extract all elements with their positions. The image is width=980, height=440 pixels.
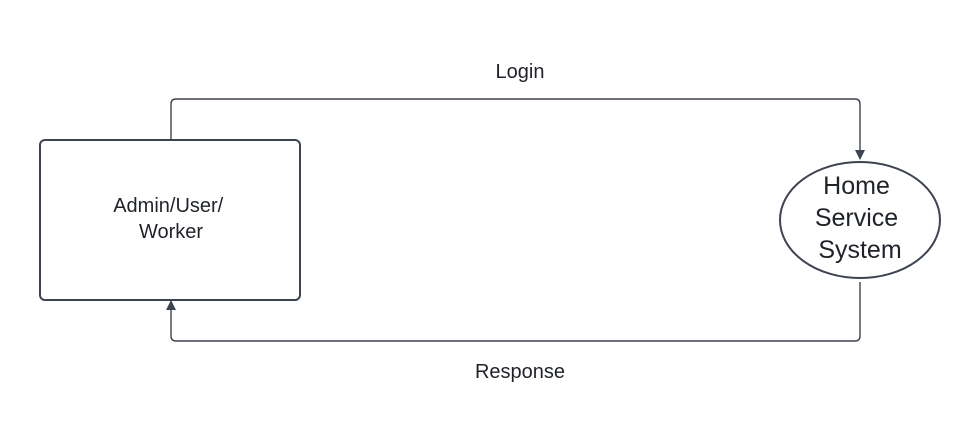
actor-node	[39, 139, 301, 301]
system-label-line-1: Home	[823, 172, 890, 200]
actor-label-line-1: Admin/User/	[113, 195, 223, 217]
login-arrow	[170, 98, 865, 160]
response-arrow	[166, 282, 861, 342]
system-label: Home Service System	[815, 172, 905, 264]
actor-label: Admin/User/ Worker	[113, 195, 229, 243]
system-label-line-2: Service	[815, 204, 898, 232]
login-label: Login	[496, 61, 545, 83]
system-node	[779, 161, 941, 279]
actor-label-line-2: Worker	[139, 221, 203, 243]
response-label: Response	[475, 361, 565, 383]
system-label-line-3: System	[818, 236, 901, 264]
